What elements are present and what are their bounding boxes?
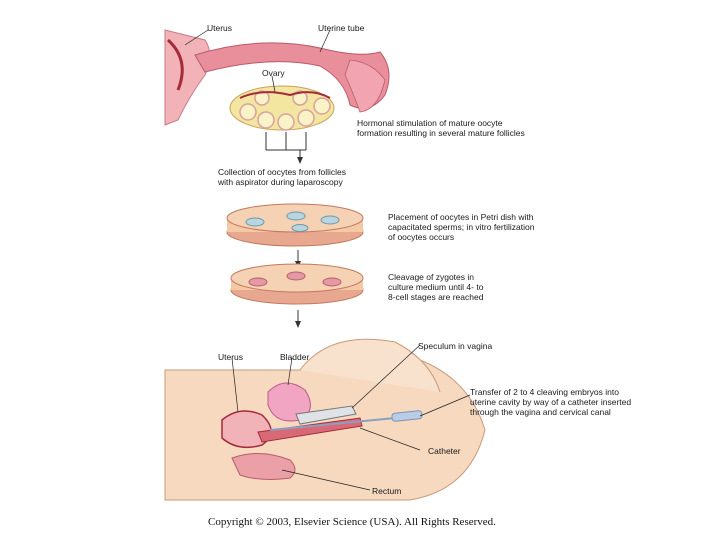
leader-uterus-bottom bbox=[231, 357, 239, 413]
follicle bbox=[257, 111, 275, 129]
follicle bbox=[292, 90, 308, 106]
leader-ovary bbox=[271, 75, 276, 93]
label-hormonal-stimulation: Hormonal stimulation of mature oocyte fo… bbox=[357, 118, 525, 138]
petri-dish-cleavage bbox=[230, 263, 364, 305]
follicle bbox=[239, 103, 257, 121]
label-uterus-bottom: Uterus bbox=[218, 352, 244, 362]
uterine-wall-shape bbox=[166, 38, 184, 91]
petri-dish-fertilization bbox=[226, 203, 364, 247]
leader-uterus-top bbox=[184, 29, 209, 46]
catheter-syringe bbox=[391, 410, 423, 422]
fimbriae-shape bbox=[344, 59, 386, 113]
label-uterine-tube: Uterine tube bbox=[318, 23, 365, 33]
leader-speculum bbox=[351, 344, 421, 409]
leader-bladder bbox=[287, 357, 293, 386]
label-cleavage: Cleavage of zygotes in culture medium un… bbox=[388, 272, 484, 302]
label-catheter: Catheter bbox=[428, 446, 461, 456]
leader-transfer bbox=[419, 394, 471, 417]
leader-rectum bbox=[281, 469, 371, 491]
ovary-vessels bbox=[239, 91, 331, 99]
rectum-shape bbox=[231, 453, 296, 480]
embryo bbox=[322, 277, 342, 287]
oocyte bbox=[245, 217, 265, 227]
follicle bbox=[277, 113, 295, 131]
follicle bbox=[313, 97, 331, 115]
follicle bbox=[297, 109, 315, 127]
label-oocyte-collection: Collection of oocytes from follicles wit… bbox=[218, 167, 347, 187]
label-uterus-top: Uterus bbox=[207, 23, 233, 33]
uterine-tube-shape bbox=[194, 42, 390, 109]
oocyte bbox=[291, 224, 309, 232]
leader-catheter bbox=[359, 427, 421, 451]
ovary-illustration bbox=[164, 29, 390, 131]
bladder-shape bbox=[267, 382, 311, 422]
pelvis-illustration bbox=[164, 338, 486, 501]
oocyte bbox=[286, 211, 306, 221]
label-in-vitro-fertilization: Placement of oocytes in Petri dish with … bbox=[388, 212, 535, 242]
label-embryo-transfer: Transfer of 2 to 4 cleaving embryos into… bbox=[470, 387, 632, 417]
label-ovary: Ovary bbox=[262, 68, 285, 78]
aspiration-bracket bbox=[265, 132, 307, 158]
follicle bbox=[254, 90, 270, 106]
label-rectum: Rectum bbox=[372, 486, 402, 496]
catheter-shape bbox=[269, 417, 396, 431]
arrow-1 bbox=[297, 157, 303, 164]
copyright-notice: Copyright © 2003, Elsevier Science (USA)… bbox=[208, 516, 496, 528]
label-bladder: Bladder bbox=[280, 352, 310, 362]
label-speculum: Speculum in vagina bbox=[418, 341, 493, 351]
arrow-3 bbox=[295, 321, 301, 328]
leader-uterine-tube bbox=[319, 29, 331, 53]
embryo bbox=[248, 277, 268, 287]
oocyte bbox=[320, 215, 340, 225]
abdominal-wall bbox=[299, 338, 441, 393]
speculum-shape bbox=[295, 405, 357, 425]
embryo bbox=[286, 271, 306, 281]
